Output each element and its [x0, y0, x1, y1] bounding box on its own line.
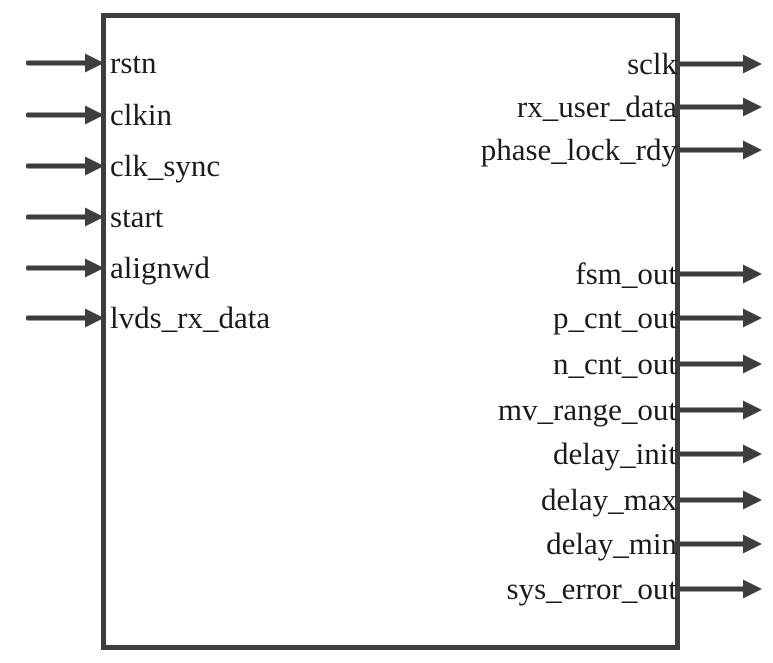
output-port-label: n_cnt_out [553, 346, 677, 381]
output-port-row: phase_lock_rdy [0, 134, 773, 166]
input-arrow-icon [26, 207, 104, 227]
output-port-label: sys_error_out [506, 571, 677, 606]
output-port-label: delay_min [546, 526, 677, 561]
input-port-row: clkin [0, 99, 773, 131]
input-port-row: lvds_rx_data [0, 302, 773, 334]
output-arrow-icon [677, 97, 762, 117]
output-port-row: delay_init [0, 438, 773, 470]
input-port-row: start [0, 201, 773, 233]
output-port-label: p_cnt_out [553, 300, 677, 335]
output-arrow-icon [677, 264, 762, 284]
input-arrow-icon [26, 156, 104, 176]
output-port-row: p_cnt_out [0, 302, 773, 334]
output-arrow-icon [677, 534, 762, 554]
output-port-row: sclk [0, 48, 773, 80]
input-arrow-icon [26, 53, 104, 73]
input-port-row: rstn [0, 47, 773, 79]
input-port-label: clkin [110, 97, 172, 132]
output-port-row: sys_error_out [0, 573, 773, 605]
output-port-row: fsm_out [0, 258, 773, 290]
output-port-row: n_cnt_out [0, 348, 773, 380]
input-port-label: start [110, 199, 164, 234]
output-arrow-icon [677, 400, 762, 420]
output-port-row: delay_min [0, 528, 773, 560]
output-port-label: sclk [627, 46, 677, 81]
output-port-label: rx_user_data [516, 89, 677, 124]
output-port-label: delay_init [553, 436, 677, 471]
output-port-label: fsm_out [575, 256, 677, 291]
output-port-label: phase_lock_rdy [480, 132, 677, 167]
output-arrow-icon [677, 308, 762, 328]
input-arrow-icon [26, 105, 104, 125]
output-arrow-icon [677, 444, 762, 464]
output-arrow-icon [677, 579, 762, 599]
output-arrow-icon [677, 490, 762, 510]
module-box [101, 13, 680, 650]
output-port-row: mv_range_out [0, 394, 773, 426]
input-port-label: clk_sync [110, 148, 221, 183]
input-port-label: alignwd [110, 250, 210, 285]
output-arrow-icon [677, 54, 762, 74]
input-port-row: clk_sync [0, 150, 773, 182]
output-port-row: rx_user_data [0, 91, 773, 123]
input-port-label: lvds_rx_data [110, 300, 271, 335]
output-arrow-icon [677, 354, 762, 374]
output-port-label: delay_max [540, 482, 677, 517]
output-port-row: delay_max [0, 484, 773, 516]
input-arrow-icon [26, 258, 104, 278]
input-arrow-icon [26, 308, 104, 328]
input-port-label: rstn [110, 45, 157, 80]
input-port-row: alignwd [0, 252, 773, 284]
output-arrow-icon [677, 140, 762, 160]
output-port-label: mv_range_out [497, 392, 677, 427]
